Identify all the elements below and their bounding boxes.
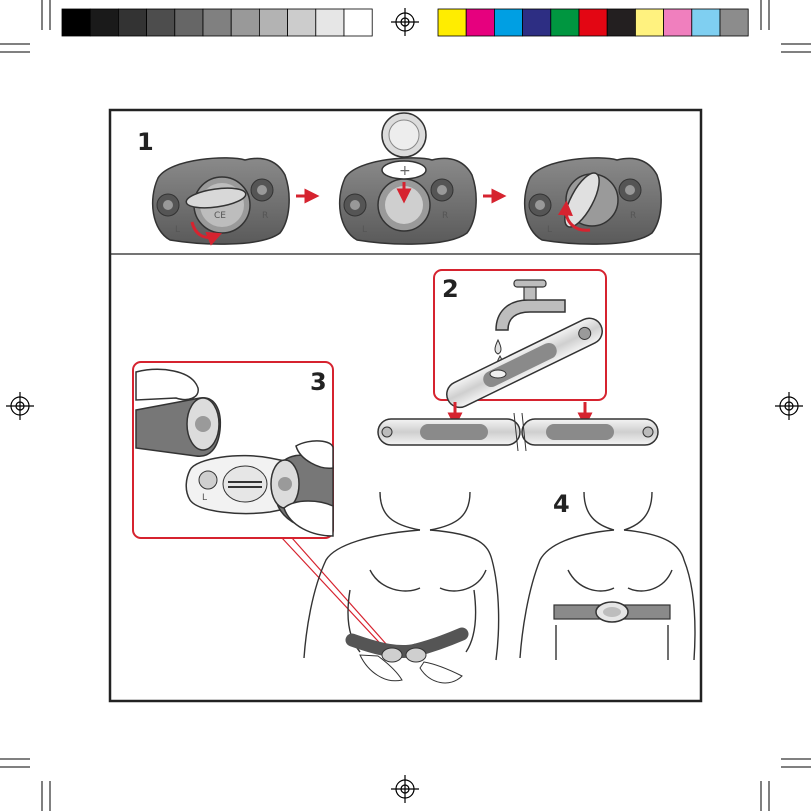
right-letter-2: R xyxy=(442,211,448,221)
sensor-pod-opening: CE L R xyxy=(153,158,290,244)
sensor-pod-closing: L R xyxy=(525,158,662,244)
ce-mark-1: CE xyxy=(214,211,226,221)
gray-calibration-bar xyxy=(62,9,372,36)
color-swatch xyxy=(288,9,316,36)
color-swatch xyxy=(635,9,663,36)
step-4-number: 4 xyxy=(553,490,570,518)
registration-mark-left xyxy=(6,392,34,420)
registration-mark-top xyxy=(391,8,419,36)
color-swatch xyxy=(438,9,466,36)
color-swatch xyxy=(466,9,494,36)
right-letter-3: R xyxy=(630,211,636,221)
plus-sign: + xyxy=(399,163,411,179)
color-swatch xyxy=(551,9,579,36)
step-2-number: 2 xyxy=(442,275,459,303)
color-swatch xyxy=(118,9,146,36)
registration-mark-right xyxy=(775,392,803,420)
color-swatch xyxy=(259,9,287,36)
step-1-number: 1 xyxy=(137,128,154,156)
color-swatch xyxy=(494,9,522,36)
color-swatch xyxy=(175,9,203,36)
color-swatch xyxy=(607,9,635,36)
color-swatch xyxy=(664,9,692,36)
step-2-wet-electrodes: 2 xyxy=(434,270,607,412)
left-letter-4: L xyxy=(202,493,207,503)
color-swatch xyxy=(147,9,175,36)
color-swatch xyxy=(720,9,748,36)
color-swatch xyxy=(692,9,720,36)
color-swatch xyxy=(203,9,231,36)
step-3-attach-sensor: 3 L xyxy=(133,362,333,538)
registration-mark-bottom xyxy=(391,775,419,803)
right-letter-1: R xyxy=(262,211,268,221)
color-swatch xyxy=(344,9,372,36)
color-calibration-bar xyxy=(438,9,748,36)
left-letter-3: L xyxy=(547,225,552,235)
color-swatch xyxy=(90,9,118,36)
color-swatch xyxy=(62,9,90,36)
left-letter-1: L xyxy=(175,225,180,235)
color-swatch xyxy=(316,9,344,36)
step-3-number: 3 xyxy=(310,368,327,396)
color-swatch xyxy=(231,9,259,36)
color-swatch xyxy=(579,9,607,36)
color-swatch xyxy=(523,9,551,36)
left-letter-2: L xyxy=(362,225,367,235)
